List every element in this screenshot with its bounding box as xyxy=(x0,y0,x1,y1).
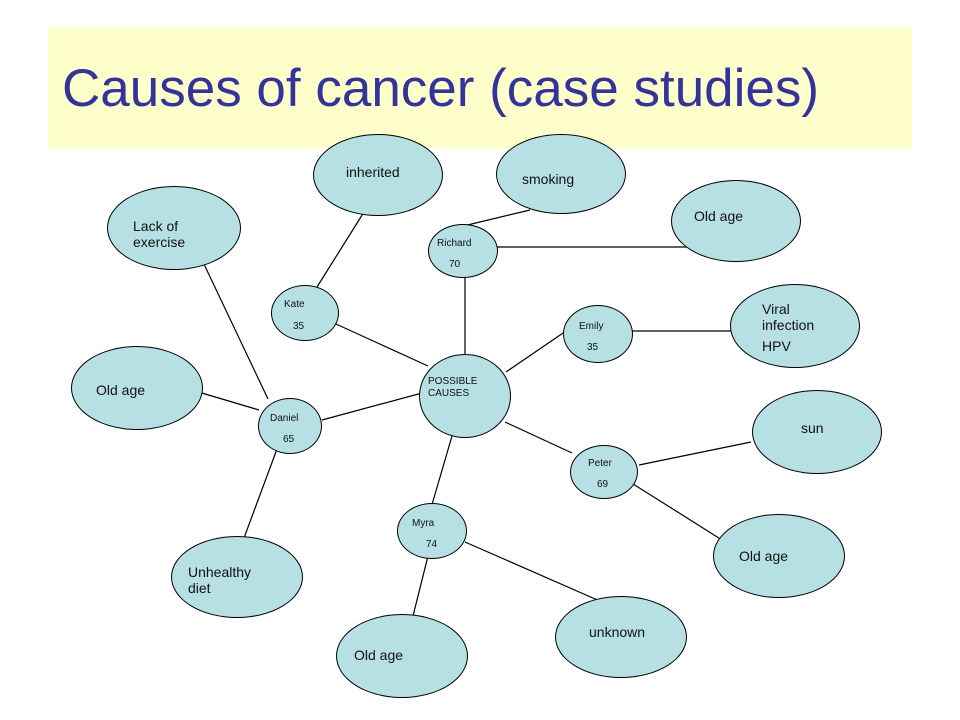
cause-label-viral-line2: infection xyxy=(762,317,815,334)
possible-causes-line2: CAUSES xyxy=(428,387,470,399)
person-name-kate: Kate xyxy=(284,299,305,310)
line-peter-oldage xyxy=(629,481,723,541)
title-band xyxy=(48,28,912,148)
person-name-daniel: Daniel xyxy=(270,413,299,424)
cause-node-old-age-peter xyxy=(713,514,845,598)
person-name-emily: Emily xyxy=(579,321,604,332)
cause-label-lack-of-exercise-line1: Lack of xyxy=(133,218,179,234)
cause-node-old-age-myra xyxy=(336,614,468,698)
person-age-kate: 35 xyxy=(293,321,305,332)
cause-node-old-age-richard xyxy=(671,180,801,262)
cause-label-viral-infection: Viral infection HPV xyxy=(762,301,814,354)
person-name-richard: Richard xyxy=(437,238,472,249)
cause-label-unhealthy-diet-line1: Unhealthy xyxy=(188,564,252,580)
person-age-myra: 74 xyxy=(426,539,438,550)
person-node-daniel xyxy=(258,398,322,454)
cause-label-unhealthy-diet-line2: diet xyxy=(188,580,211,597)
person-age-daniel: 65 xyxy=(283,434,295,445)
cause-node-smoking xyxy=(496,134,626,214)
line-kate-inherited xyxy=(316,211,365,288)
cause-label-lack-of-exercise-line2: exercise xyxy=(133,234,186,251)
line-center-kate xyxy=(335,323,429,367)
person-node-richard xyxy=(428,224,498,278)
cause-label-old-age-daniel: Old age xyxy=(96,382,146,398)
person-node-peter xyxy=(570,445,638,499)
cause-label-unknown: unknown xyxy=(589,624,646,640)
line-myra-unknown xyxy=(464,541,603,603)
cause-label-old-age-richard: Old age xyxy=(694,208,744,224)
person-age-richard: 70 xyxy=(449,259,461,270)
cause-label-viral-line1: Viral xyxy=(762,301,790,317)
line-center-peter xyxy=(504,421,573,454)
cause-label-unhealthy-diet: Unhealthy diet xyxy=(188,564,251,596)
cause-label-sun: sun xyxy=(801,420,824,436)
person-node-kate xyxy=(271,285,339,341)
line-daniel-diet xyxy=(243,448,278,539)
line-daniel-exercise xyxy=(202,261,269,400)
line-center-myra xyxy=(430,435,453,509)
person-age-emily: 35 xyxy=(587,342,599,353)
possible-causes-line1: POSSIBLE xyxy=(428,376,478,387)
cause-label-viral-line3: HPV xyxy=(762,338,791,355)
cause-label-lack-of-exercise: Lack of exercise xyxy=(133,218,185,250)
line-myra-oldage xyxy=(411,555,429,621)
cause-node-sun xyxy=(752,390,882,474)
cause-label-old-age-myra: Old age xyxy=(354,647,404,663)
cause-label-inherited: inherited xyxy=(346,164,400,180)
possible-causes-node xyxy=(419,354,511,438)
line-center-emily xyxy=(505,330,567,373)
person-name-myra: Myra xyxy=(412,518,435,529)
possible-causes-label: POSSIBLE CAUSES xyxy=(428,376,477,399)
line-daniel-oldage xyxy=(194,390,260,411)
cause-node-inherited xyxy=(313,134,443,216)
page-title: Causes of cancer (case studies) xyxy=(62,59,820,118)
cause-label-old-age-peter: Old age xyxy=(739,548,789,564)
cause-node-unknown xyxy=(555,596,687,678)
cause-node-viral-infection xyxy=(730,284,860,368)
person-node-emily xyxy=(563,305,633,363)
cause-node-old-age-daniel xyxy=(71,346,203,430)
cause-node-lack-of-exercise xyxy=(107,186,241,270)
person-name-peter: Peter xyxy=(588,458,612,469)
person-age-peter: 69 xyxy=(597,479,609,490)
line-center-daniel xyxy=(321,392,423,421)
line-peter-sun xyxy=(638,441,752,466)
cause-label-smoking: smoking xyxy=(522,171,575,187)
person-node-myra xyxy=(397,503,467,559)
cause-node-unhealthy-diet xyxy=(171,536,303,618)
